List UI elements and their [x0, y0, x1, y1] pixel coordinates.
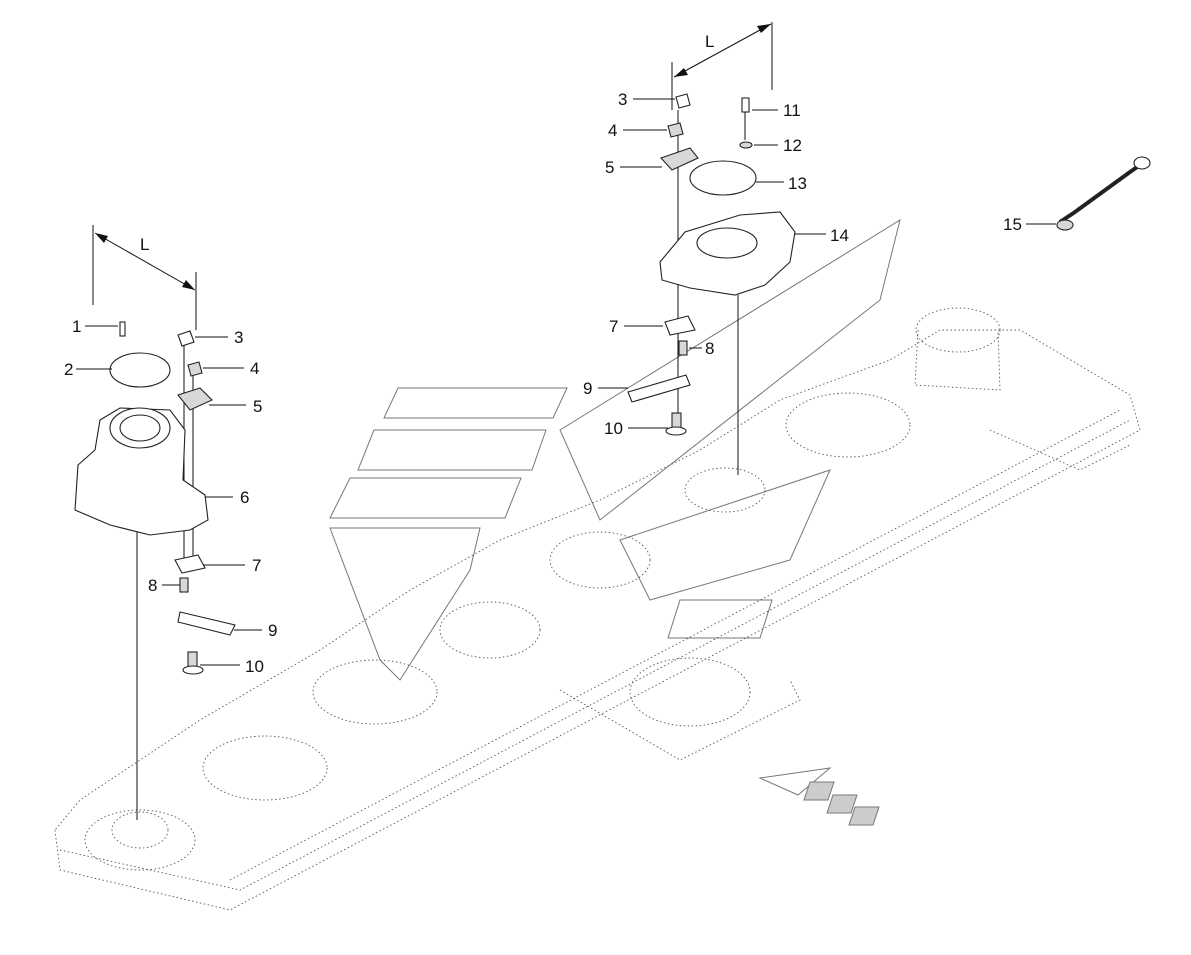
callout-13: 13: [788, 174, 807, 193]
callout-8: 8: [148, 576, 157, 595]
callout-10: 10: [245, 657, 264, 676]
dimension-right: L: [671, 22, 773, 110]
callout-4-right: 4: [608, 121, 617, 140]
nut-4-right: [667, 122, 684, 138]
callout-10-right: 10: [604, 419, 623, 438]
callout-7: 7: [252, 556, 261, 575]
nut-3-right: [675, 93, 691, 109]
right-assembly: [627, 93, 796, 475]
bolt-8: [179, 577, 189, 593]
dimension-left: L: [92, 225, 197, 330]
bolt-8-right: [678, 340, 688, 356]
callout-11: 11: [783, 101, 801, 120]
cutter-bar: [54, 307, 1141, 911]
holder-5-right: [660, 147, 699, 171]
callout-6: 6: [240, 488, 249, 507]
cover-plate-2: [109, 352, 171, 388]
callout-9-right: 9: [583, 379, 592, 398]
dome-6: [74, 407, 209, 536]
callout-12: 12: [783, 136, 802, 155]
bolt-1: [119, 321, 126, 337]
callout-14: 14: [830, 226, 849, 245]
callout-9: 9: [268, 621, 277, 640]
nut-4: [187, 361, 203, 377]
callout-15: 15: [1003, 215, 1022, 234]
holder-5: [177, 387, 213, 411]
disc-13: [689, 160, 757, 196]
callout-labels-right: 3 4 5 7 8 9 10 11 12 13 14 15: [583, 90, 1022, 438]
callout-5-right: 5: [605, 158, 614, 177]
callout-leaders-left: [76, 325, 262, 666]
callout-1: 1: [72, 317, 81, 336]
callout-3: 3: [234, 328, 243, 347]
bolt-11: [741, 97, 750, 113]
dimension-label-right: L: [705, 32, 714, 51]
wrench-15: [1056, 156, 1151, 231]
nut-3: [177, 330, 195, 347]
callout-leaders-right: [598, 98, 1056, 429]
plate-7: [174, 554, 206, 574]
callout-7-right: 7: [609, 317, 618, 336]
blade-9: [177, 611, 236, 636]
callout-5: 5: [253, 397, 262, 416]
callout-4: 4: [250, 359, 259, 378]
callout-8-right: 8: [705, 339, 714, 358]
callout-2: 2: [64, 360, 73, 379]
callout-3-right: 3: [618, 90, 627, 109]
plate-7-right: [664, 315, 696, 336]
watermark-logo: [329, 218, 901, 826]
left-assembly: [74, 321, 236, 820]
callout-labels-left: 1 2 3 4 5 6 7 8 9 10: [64, 317, 277, 676]
dimension-label-left: L: [140, 235, 149, 254]
washer-12: [739, 141, 753, 149]
blade-9-right: [627, 374, 691, 403]
